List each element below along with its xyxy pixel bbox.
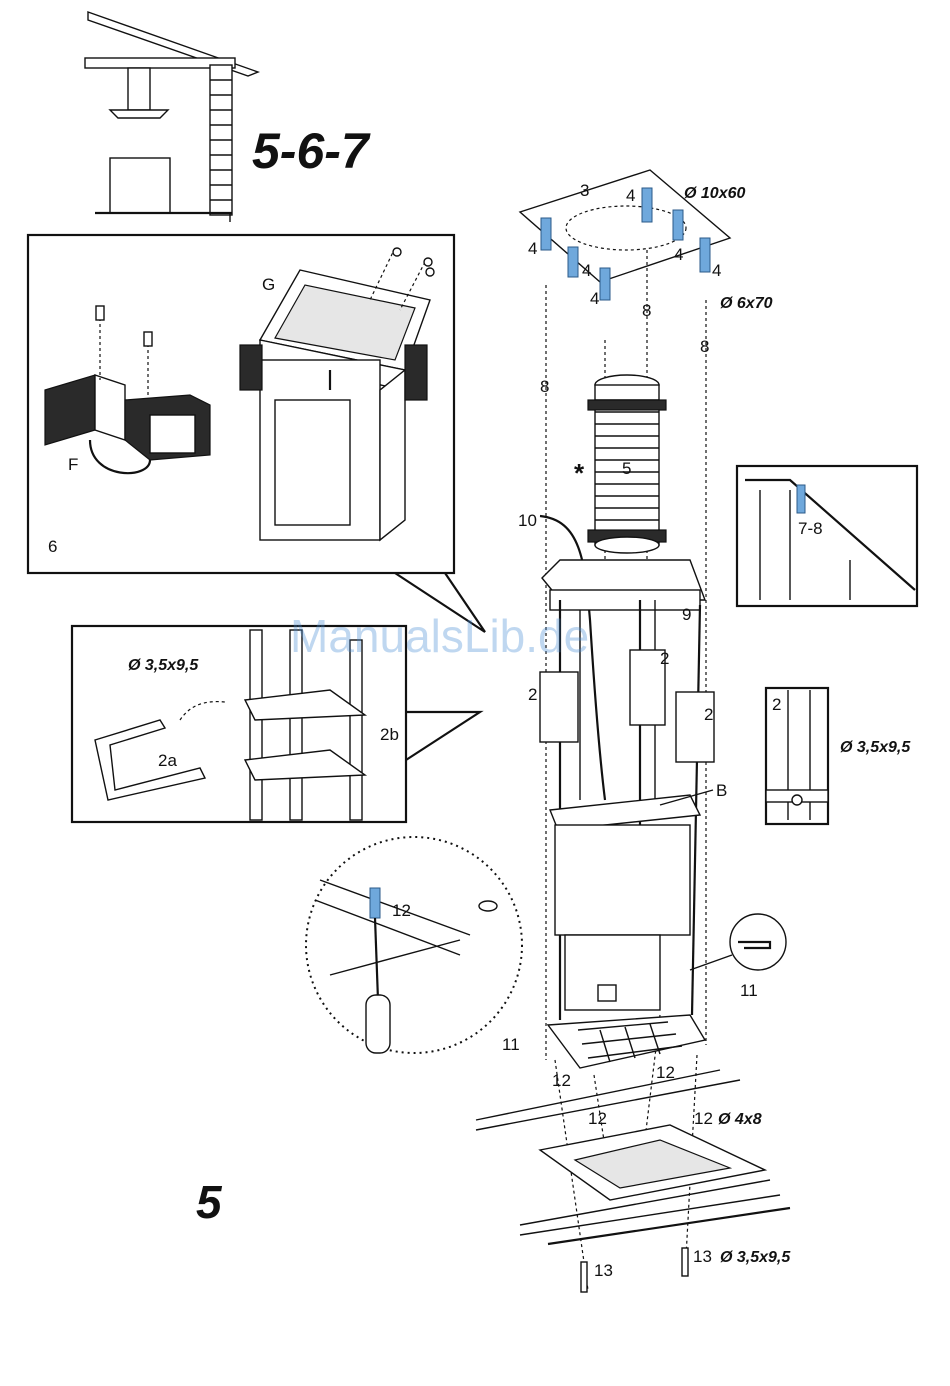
label-8: 8 — [540, 377, 549, 396]
label-2: 2 — [660, 649, 669, 668]
dim-4x8: Ø 4x8 — [718, 1111, 762, 1128]
label-G: G — [262, 275, 275, 294]
anchor-screw — [600, 268, 610, 300]
label-2b: 2b — [380, 725, 399, 744]
adapter-F — [45, 306, 210, 473]
section-title: 5-6-7 — [252, 123, 371, 179]
screw-13 — [682, 1248, 688, 1276]
label-F: F — [68, 455, 78, 474]
label-4: 4 — [528, 239, 537, 258]
dim-10x60: Ø 10x60 — [684, 185, 745, 202]
label-12: 12 — [694, 1109, 713, 1128]
ceiling-bottom — [476, 1070, 790, 1244]
label-13: 13 — [693, 1247, 712, 1266]
label-4: 4 — [582, 261, 591, 280]
anchor-screw — [568, 247, 578, 277]
label-2: 2 — [772, 695, 781, 714]
label-2a: 2a — [158, 751, 177, 770]
detail-box-7-8 — [737, 466, 917, 606]
label-5: 5 — [622, 459, 631, 478]
label-12: 12 — [552, 1071, 571, 1090]
anchor-screw — [700, 238, 710, 272]
dim-3-5x9-5: Ø 3,5x9,5 — [840, 739, 911, 756]
anchor-screw — [642, 188, 652, 222]
label-8: 8 — [700, 337, 709, 356]
label-12: 12 — [588, 1109, 607, 1128]
label-2: 2 — [704, 705, 713, 724]
label-11: 11 — [740, 981, 758, 1000]
label-6: 6 — [48, 537, 57, 556]
label-4: 4 — [626, 186, 635, 205]
label-10: 10 — [518, 511, 537, 530]
screwdriver-icon — [366, 995, 390, 1053]
screw-13 — [581, 1262, 587, 1292]
magnified-detail-12 — [306, 837, 522, 1053]
label-4: 4 — [712, 261, 721, 280]
label-8: 8 — [642, 301, 651, 320]
label-2: 2 — [528, 685, 537, 704]
dim-3-5x9-5: Ø 3,5x9,5 — [720, 1249, 791, 1266]
label-12: 12 — [392, 901, 411, 920]
label-4: 4 — [590, 289, 599, 308]
house-thumbnail — [85, 12, 258, 222]
step-number: 5 — [196, 1176, 223, 1228]
label-7-8: 7-8 — [798, 519, 823, 538]
watermark: ManualsLib.de — [290, 610, 589, 662]
asterisk-mark: * — [574, 458, 585, 488]
label-13: 13 — [594, 1261, 613, 1280]
detail-box-6: F 6 G — [28, 235, 485, 632]
screw-12 — [370, 888, 380, 918]
label-3: 3 — [580, 181, 589, 200]
dim-6x70: Ø 6x70 — [720, 295, 773, 312]
anchor-screw — [541, 218, 551, 250]
label-B: B — [716, 781, 727, 800]
label-12: 12 — [656, 1063, 675, 1082]
anchor-screw — [673, 210, 683, 240]
label-11: 11 — [502, 1035, 520, 1054]
label-9: 9 — [682, 605, 691, 624]
label-4: 4 — [674, 245, 683, 264]
dim-3-5x9-5: Ø 3,5x9,5 — [128, 657, 199, 674]
